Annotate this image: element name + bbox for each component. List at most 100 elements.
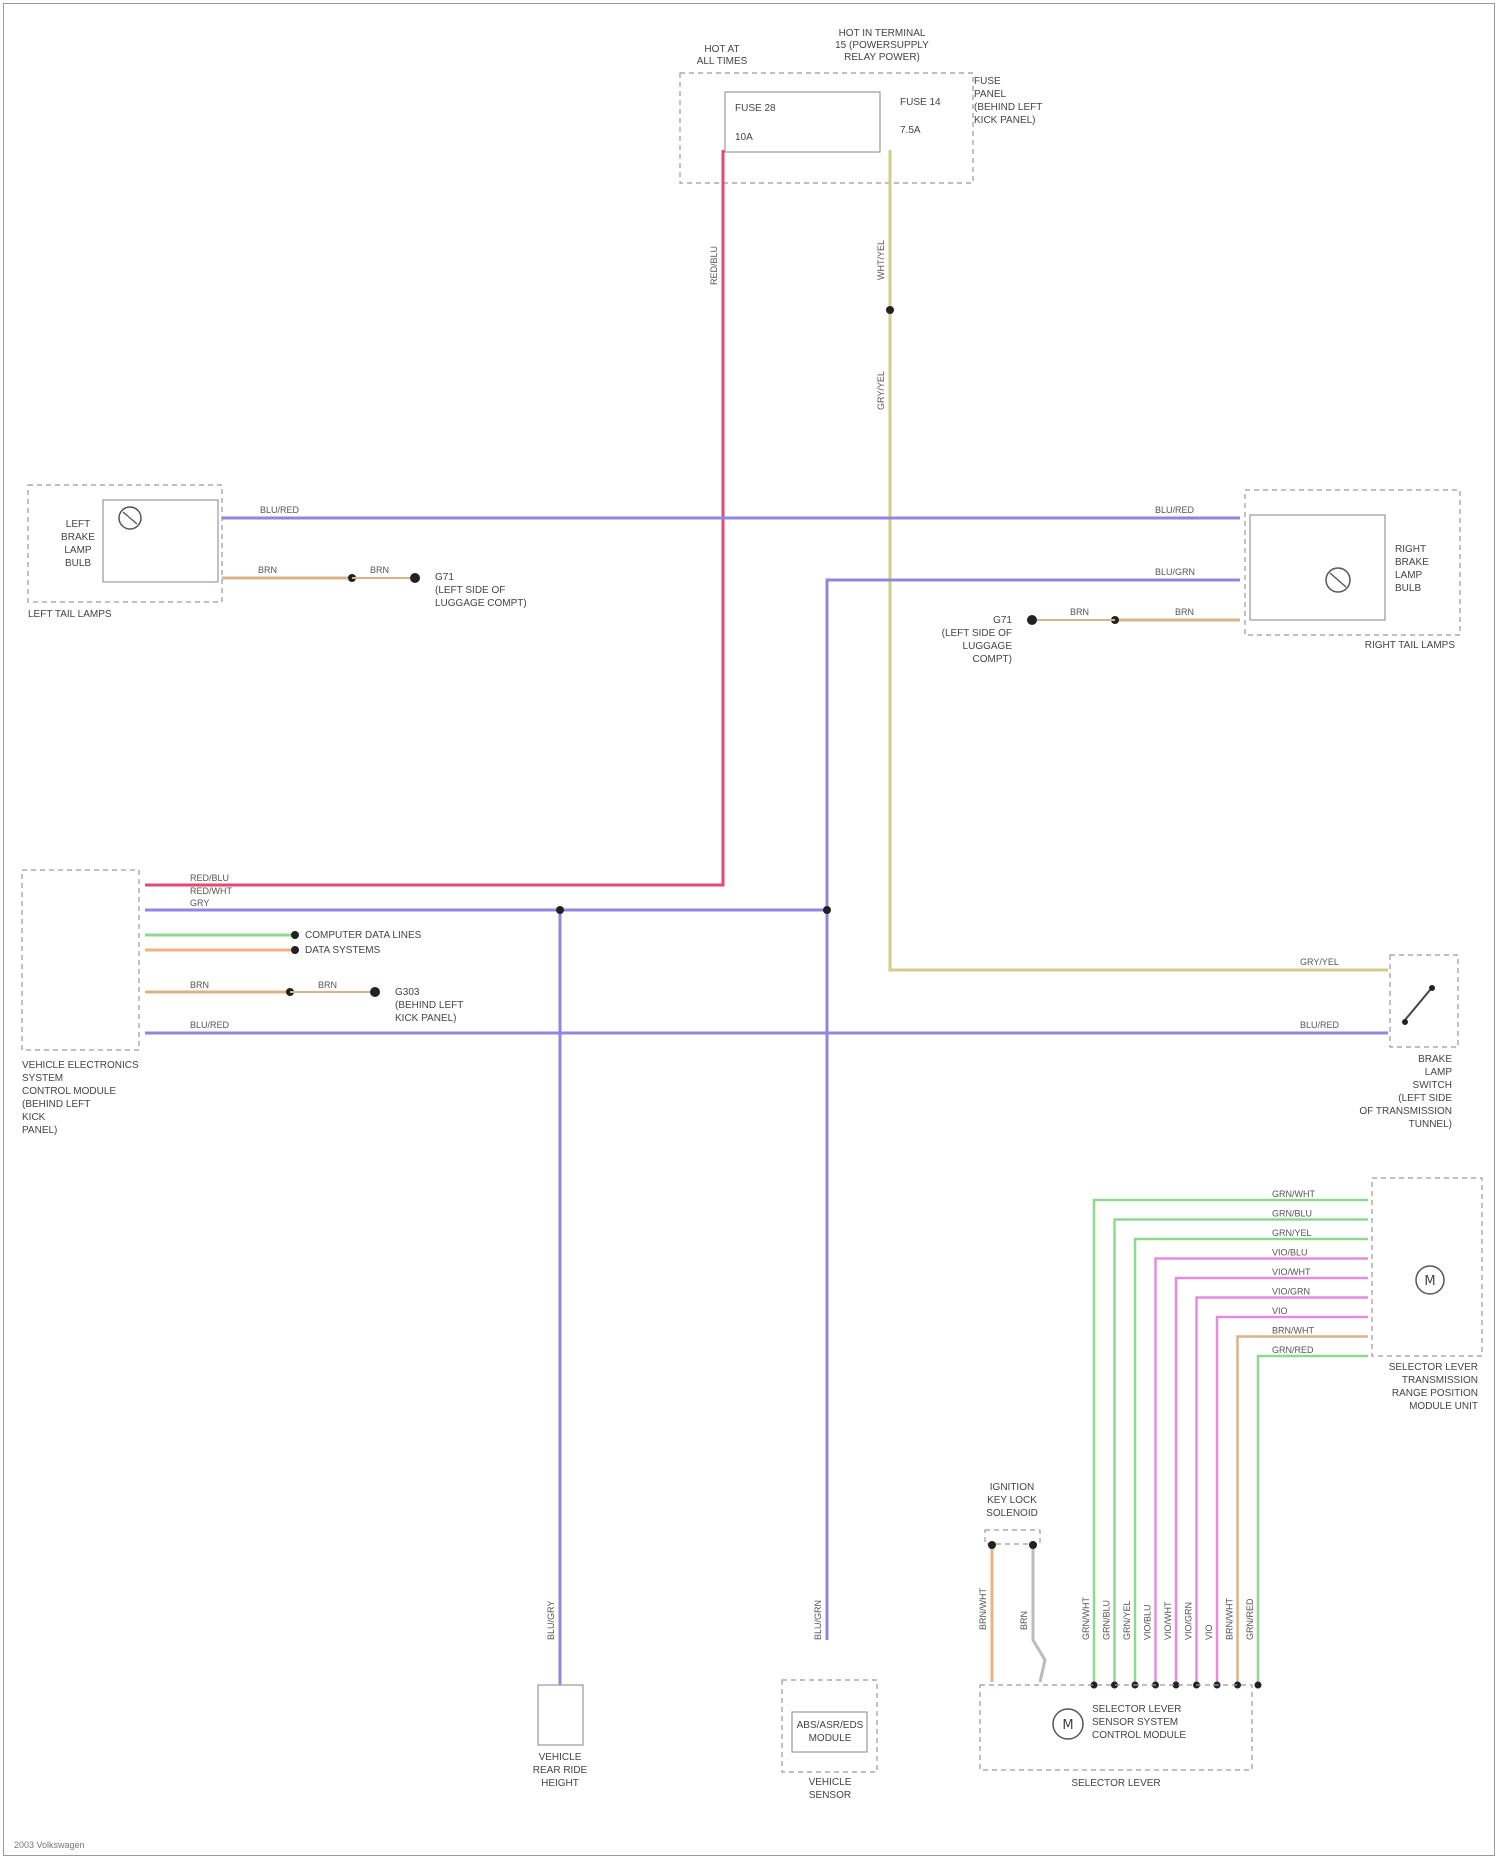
brake-switch-pin-b [1429, 985, 1435, 991]
ignition-pin-1 [988, 1541, 996, 1549]
module-ref-data-lines: COMPUTER DATA LINES [305, 930, 422, 941]
ignition-label-1: IGNITION [990, 1482, 1034, 1493]
fuse-14-name: FUSE 14 [900, 97, 941, 108]
wire-label-mod-1: RED/BLU [190, 873, 229, 883]
selector-wire-labels: GRN/WHTGRN/WHTGRN/BLUGRN/BLUGRN/YELGRN/Y… [1081, 1189, 1315, 1640]
left-lamp-label-1: LEFT [66, 519, 90, 530]
ground-mid-label-1: G303 [395, 987, 420, 998]
ground-left-label-2: (LEFT SIDE OF [435, 585, 505, 596]
hot-in-run-label-3: RELAY POWER) [844, 52, 920, 63]
selector-wire-vlabel-6: VIO/GRN [1184, 1602, 1194, 1640]
wire-ignition-2 [1033, 1545, 1045, 1682]
speed-sensor-label-3: HEIGHT [541, 1778, 579, 1789]
wire-label-blue-right-tail: BLU/GRN [1155, 567, 1195, 577]
hot-in-run-label-2: 15 (POWERSUPPLY [835, 40, 929, 51]
left-lamp-label-4: BULB [65, 558, 91, 569]
abs-caption-2: SENSOR [809, 1790, 851, 1801]
selector-wire-label-8: BRN/WHT [1272, 1326, 1314, 1336]
module-label-4: (BEHIND LEFT [22, 1099, 90, 1110]
ground-right-terminal [1027, 615, 1037, 625]
selector-wire-label-3: GRN/YEL [1272, 1228, 1312, 1238]
splice-blue-left [556, 906, 564, 914]
selector-wire-vlabel-8: BRN/WHT [1225, 1598, 1235, 1640]
selector-wire-9 [1258, 1356, 1368, 1682]
wire-label-mod-3: GRY [190, 898, 209, 908]
selector-shaft-inner-2: SENSOR SYSTEM [1092, 1717, 1178, 1728]
data-line-node-2 [291, 946, 299, 954]
module-label-2: SYSTEM [22, 1073, 63, 1084]
fuse-panel-label-2: PANEL [974, 89, 1006, 100]
ground-right-label-4: COMPT) [973, 654, 1012, 665]
fuse-28-name: FUSE 28 [735, 103, 776, 114]
abs-inner-label-2: MODULE [809, 1733, 852, 1744]
selector-wire-label-2: GRN/BLU [1272, 1209, 1312, 1219]
ground-left-label-3: LUGGAGE COMPT) [435, 598, 527, 609]
speed-sensor-label-1: VEHICLE [539, 1752, 582, 1763]
ground-left-label-1: G71 [435, 572, 454, 583]
selector-shaft-caption: SELECTOR LEVER [1071, 1778, 1160, 1789]
selector-wire-pin-9 [1255, 1682, 1262, 1689]
ignition-label-2: KEY LOCK [987, 1495, 1037, 1506]
selector-wire-label-4: VIO/BLU [1272, 1248, 1308, 1258]
ground-mid-label-2: (BEHIND LEFT [395, 1000, 463, 1011]
wire-label-blue-tail-left: BLU/RED [260, 505, 300, 515]
speed-sensor-label-2: REAR RIDE [533, 1765, 588, 1776]
ignition-label-3: SOLENOID [986, 1508, 1038, 1519]
hot-in-run-label-1: HOT IN TERMINAL [839, 28, 926, 39]
module-label-6: PANEL) [22, 1125, 57, 1136]
selector-wire-vlabel-1: GRN/WHT [1081, 1597, 1091, 1640]
fuse-inner-block [725, 92, 880, 152]
selector-wire-vlabel-5: VIO/WHT [1163, 1601, 1173, 1640]
wire-label-ignition-1: BRN/WHT [978, 1588, 988, 1630]
wire-label-red-main: RED/BLU [709, 246, 719, 285]
wire-label-brake-yellow: GRY/YEL [1300, 957, 1339, 967]
ground-left-terminal [410, 573, 420, 583]
selector-wire-vlabel-7: VIO [1204, 1624, 1214, 1640]
selector-wire-5 [1176, 1278, 1368, 1682]
ground-mid-label-3: KICK PANEL) [395, 1013, 457, 1024]
right-lamp-label-4: BULB [1395, 583, 1421, 594]
ground-right-label-1: G71 [993, 615, 1012, 626]
fuse-28-amp: 10A [735, 132, 753, 143]
brake-switch-label-3: SWITCH [1413, 1080, 1452, 1091]
wire-label-yellow-main: WHT/YEL [876, 240, 886, 280]
ignition-pin-2 [1029, 1541, 1037, 1549]
left-tail-caption: LEFT TAIL LAMPS [28, 609, 112, 620]
brake-switch-label-2: LAMP [1425, 1067, 1453, 1078]
selector-wire-vlabel-9: GRN/RED [1245, 1598, 1255, 1640]
module-label-5: KICK [22, 1112, 46, 1123]
wire-label-blue-bottom-left: BLU/GRY [546, 1601, 556, 1640]
brake-switch-label-6: TUNNEL) [1409, 1119, 1452, 1130]
brake-switch-label-5: OF TRANSMISSION [1359, 1106, 1452, 1117]
wire-label-mod-8: BRN [190, 980, 209, 990]
right-lamp-label-3: LAMP [1395, 570, 1423, 581]
module-label-3: CONTROL MODULE [22, 1086, 116, 1097]
wire-label-brake-blue: BLU/RED [1300, 1020, 1340, 1030]
selector-wire-2 [1115, 1220, 1369, 1683]
brake-switch-contact-icon [1405, 990, 1430, 1020]
brake-switch-pin-a [1402, 1019, 1408, 1025]
selector-lever-motor-glyph: M [1424, 1274, 1435, 1289]
wire-label-ignition-2: BRN [1019, 1611, 1029, 1630]
fuse-14-amp: 7.5A [900, 125, 921, 136]
right-lamp-label-1: RIGHT [1395, 544, 1426, 555]
selector-lever-label-4: MODULE UNIT [1409, 1401, 1478, 1412]
splice-blue-mid [823, 906, 831, 914]
wire-label-brn-right-1: BRN [1175, 607, 1194, 617]
selector-shaft-inner-3: CONTROL MODULE [1092, 1730, 1186, 1741]
left-lamp-label-2: BRAKE [61, 532, 95, 543]
fuse-top-label-2: ALL TIMES [697, 56, 748, 67]
splice-yellow [886, 306, 894, 314]
selector-wire-label-1: GRN/WHT [1272, 1189, 1315, 1199]
fuse-panel-label-4: KICK PANEL) [974, 115, 1036, 126]
fuse-panel-label-3: (BEHIND LEFT [974, 102, 1042, 113]
selector-wire-vlabel-4: VIO/BLU [1143, 1604, 1153, 1640]
selector-shaft-inner-1: SELECTOR LEVER [1092, 1704, 1181, 1715]
module-label-1: VEHICLE ELECTRONICS [22, 1060, 139, 1071]
selector-wire-label-6: VIO/GRN [1272, 1287, 1310, 1297]
wire-label-brn-left-2: BRN [370, 565, 389, 575]
wire-label-brn-mid: BRN [318, 980, 337, 990]
brake-switch-box [1390, 955, 1458, 1047]
abs-inner-label-1: ABS/ASR/EDS [797, 1720, 864, 1731]
